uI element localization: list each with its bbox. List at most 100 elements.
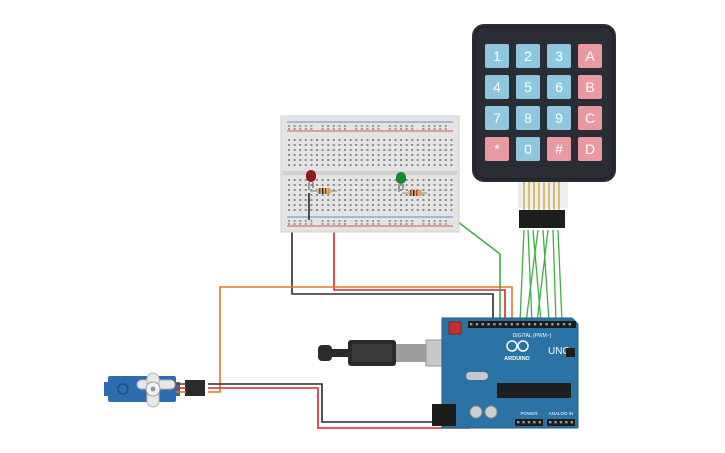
digital-header[interactable] (468, 321, 576, 328)
breadboard-hole[interactable] (377, 144, 380, 146)
breadboard-hole[interactable] (405, 223, 408, 225)
keypad-key[interactable]: C (578, 106, 602, 130)
breadboard-hole[interactable] (416, 204, 419, 206)
breadboard-hole[interactable] (388, 154, 391, 156)
breadboard-hole[interactable] (321, 184, 324, 186)
breadboard-hole[interactable] (288, 128, 290, 130)
breadboard-hole[interactable] (416, 209, 419, 211)
breadboard-hole[interactable] (316, 149, 318, 151)
breadboard-hole[interactable] (349, 144, 352, 146)
breadboard-hole[interactable] (344, 184, 346, 186)
breadboard-hole[interactable] (433, 184, 436, 186)
breadboard-hole[interactable] (299, 179, 302, 181)
breadboard-hole[interactable] (444, 128, 447, 130)
breadboard-hole[interactable] (422, 223, 425, 225)
breadboard-hole[interactable] (321, 139, 324, 141)
breadboard-hole[interactable] (433, 159, 436, 161)
breadboard-hole[interactable] (377, 125, 380, 127)
digital-pin[interactable] (475, 323, 479, 326)
breadboard-hole[interactable] (332, 128, 335, 130)
breadboard-hole[interactable] (327, 154, 330, 156)
keypad-key[interactable]: 5 (516, 75, 540, 99)
breadboard-hole[interactable] (444, 184, 447, 186)
keypad-key[interactable]: 0 (516, 137, 540, 161)
digital-pin[interactable] (557, 323, 560, 326)
breadboard-hole[interactable] (304, 209, 307, 211)
breadboard-hole[interactable] (439, 194, 442, 196)
breadboard-hole[interactable] (310, 164, 313, 166)
breadboard-hole[interactable] (360, 139, 363, 141)
breadboard-hole[interactable] (405, 204, 408, 206)
keypad-key[interactable]: B (578, 75, 602, 99)
breadboard-hole[interactable] (304, 159, 307, 161)
breadboard-hole[interactable] (439, 184, 442, 186)
breadboard-hole[interactable] (433, 189, 436, 191)
breadboard-hole[interactable] (355, 154, 358, 156)
breadboard-hole[interactable] (293, 154, 296, 156)
breadboard-hole[interactable] (411, 139, 414, 141)
breadboard-hole[interactable] (360, 204, 363, 206)
breadboard-hole[interactable] (444, 164, 447, 166)
breadboard-hole[interactable] (444, 144, 447, 146)
breadboard-hole[interactable] (316, 194, 318, 196)
breadboard-hole[interactable] (450, 209, 453, 211)
breadboard-hole[interactable] (394, 204, 397, 206)
breadboard-hole[interactable] (310, 199, 313, 201)
breadboard-hole[interactable] (433, 164, 436, 166)
breadboard-hole[interactable] (450, 184, 453, 186)
breadboard-hole[interactable] (304, 144, 307, 146)
digital-pin[interactable] (539, 323, 542, 326)
breadboard-hole[interactable] (450, 144, 453, 146)
breadboard-hole[interactable] (355, 189, 358, 191)
breadboard-hole[interactable] (321, 125, 324, 127)
breadboard-hole[interactable] (355, 199, 358, 201)
breadboard-hole[interactable] (360, 149, 363, 151)
breadboard-hole[interactable] (439, 223, 442, 225)
breadboard-hole[interactable] (327, 128, 330, 130)
breadboard-hole[interactable] (288, 204, 290, 206)
breadboard-hole[interactable] (411, 209, 414, 211)
breadboard-hole[interactable] (338, 149, 341, 151)
breadboard-hole[interactable] (360, 184, 363, 186)
breadboard-hole[interactable] (428, 189, 430, 191)
breadboard-hole[interactable] (422, 128, 425, 130)
breadboard-hole[interactable] (293, 179, 296, 181)
digital-pin[interactable] (533, 323, 537, 326)
breadboard-hole[interactable] (327, 149, 330, 151)
breadboard-hole[interactable] (388, 220, 391, 222)
breadboard-hole[interactable] (293, 189, 296, 191)
breadboard-hole[interactable] (293, 199, 296, 201)
breadboard-hole[interactable] (360, 209, 363, 211)
breadboard-hole[interactable] (439, 128, 442, 130)
breadboard-hole[interactable] (321, 149, 324, 151)
breadboard-hole[interactable] (366, 220, 369, 222)
breadboard-hole[interactable] (304, 189, 307, 191)
digital-pin[interactable] (562, 323, 566, 326)
breadboard-hole[interactable] (360, 164, 363, 166)
breadboard-hole[interactable] (338, 204, 341, 206)
breadboard-hole[interactable] (405, 179, 408, 181)
breadboard-hole[interactable] (288, 149, 290, 151)
keypad-key[interactable]: 8 (516, 106, 540, 130)
analog-pin[interactable] (570, 421, 573, 424)
breadboard-hole[interactable] (394, 139, 397, 141)
breadboard-hole[interactable] (360, 179, 363, 181)
power-jack[interactable] (432, 404, 456, 426)
breadboard-hole[interactable] (360, 194, 363, 196)
breadboard-hole[interactable] (433, 199, 436, 201)
breadboard-hole[interactable] (321, 199, 324, 201)
keypad-key[interactable]: * (485, 137, 509, 161)
breadboard-hole[interactable] (366, 223, 369, 225)
breadboard-hole[interactable] (344, 128, 346, 130)
breadboard-hole[interactable] (411, 204, 414, 206)
breadboard-hole[interactable] (400, 139, 402, 141)
breadboard-hole[interactable] (411, 164, 414, 166)
breadboard-hole[interactable] (310, 223, 313, 225)
breadboard-hole[interactable] (433, 154, 436, 156)
breadboard-hole[interactable] (383, 149, 386, 151)
breadboard-hole[interactable] (316, 159, 318, 161)
breadboard-hole[interactable] (288, 194, 290, 196)
breadboard-hole[interactable] (338, 189, 341, 191)
breadboard-hole[interactable] (439, 149, 442, 151)
breadboard-hole[interactable] (444, 204, 447, 206)
